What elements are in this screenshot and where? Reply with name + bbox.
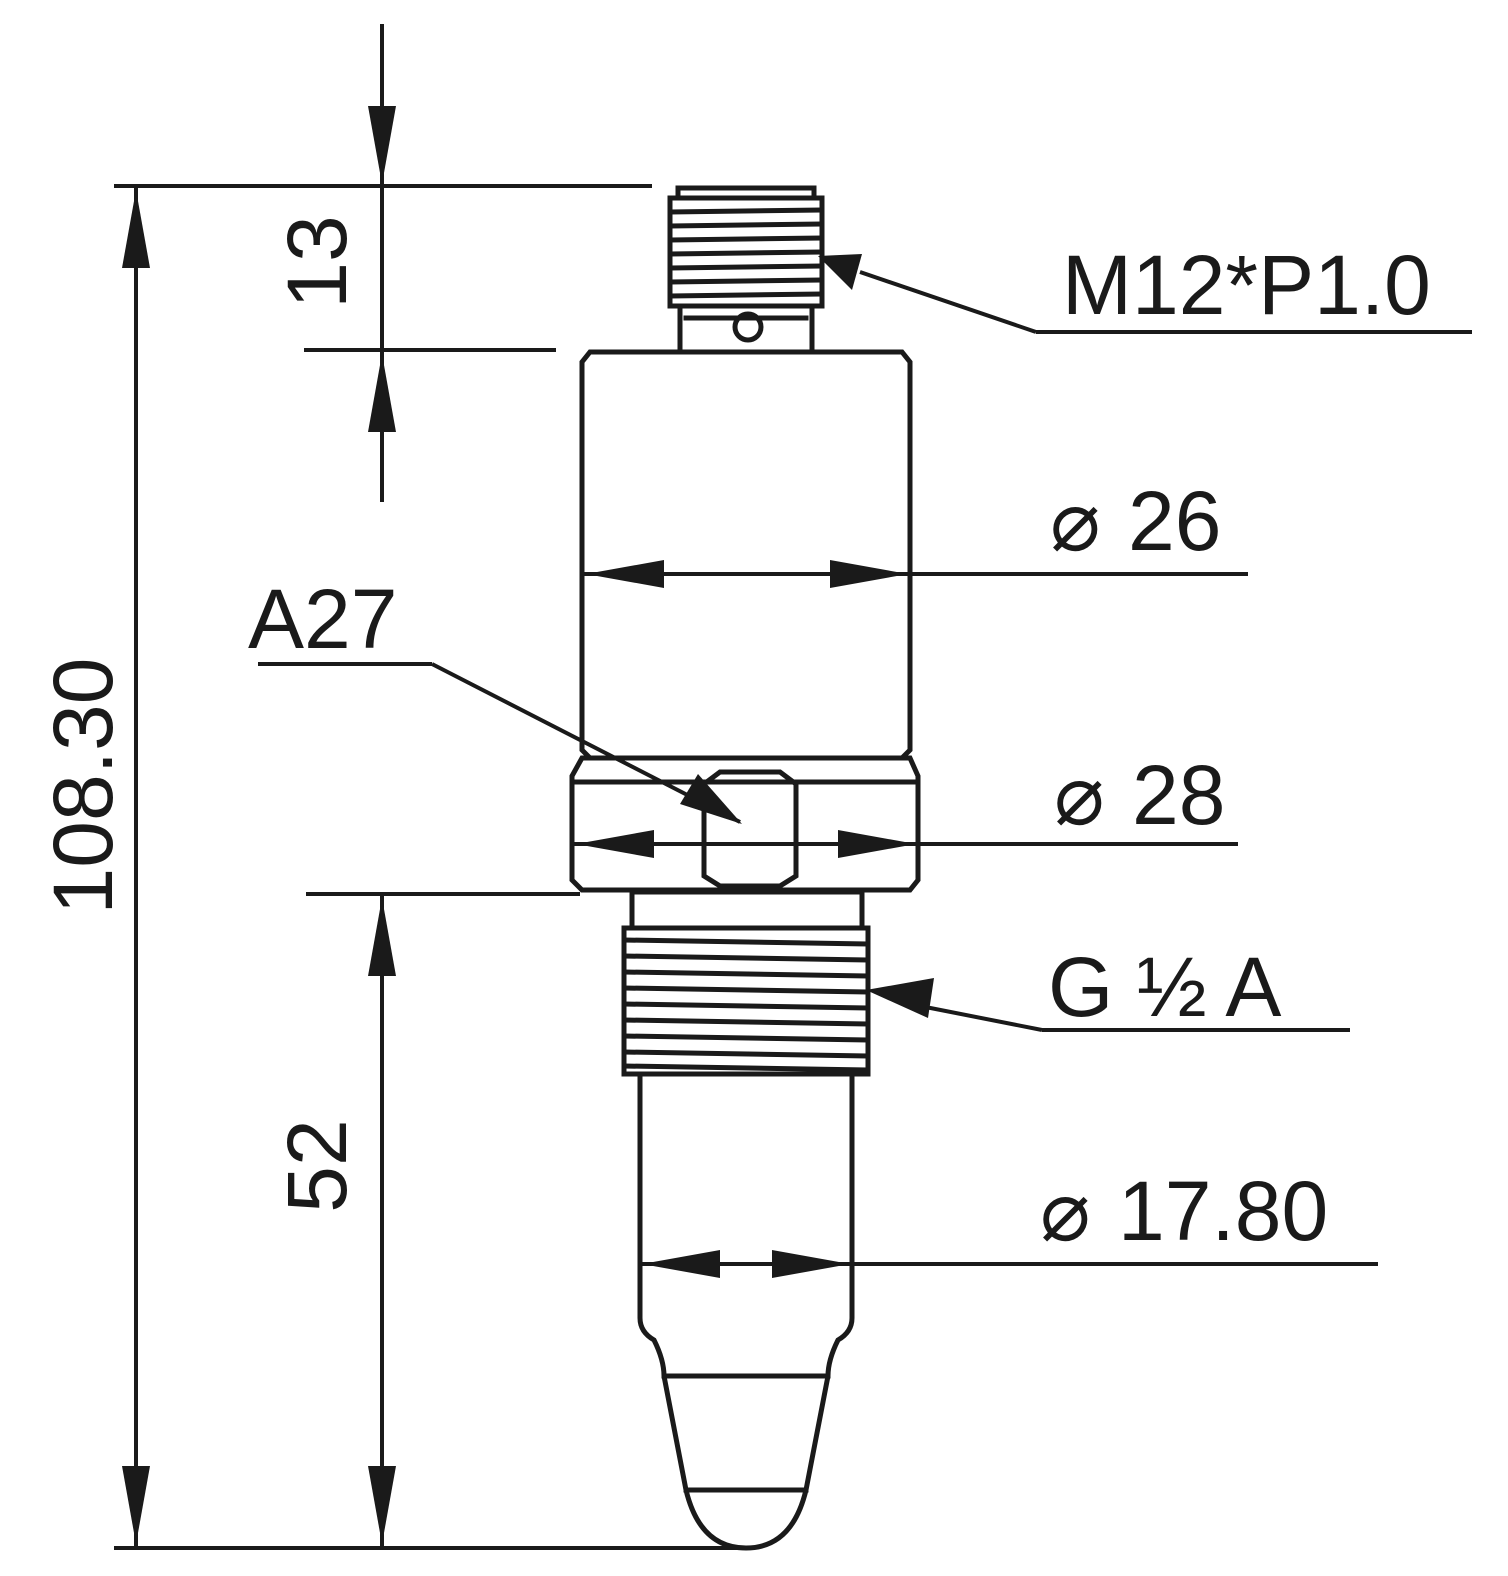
- callout-connector-thread: M12*P1.0: [818, 238, 1472, 334]
- arrow-down-icon: [368, 1466, 396, 1544]
- connector-thread-label: M12*P1.0: [1062, 238, 1431, 332]
- process-length-label: 52: [270, 1119, 364, 1212]
- overall-length-label: 108.30: [36, 658, 130, 915]
- diameter-icon: ⌀: [1050, 472, 1101, 570]
- probe: [637, 1071, 855, 1551]
- arrow-up-icon: [122, 190, 150, 268]
- connector-length-label: 13: [270, 215, 364, 308]
- arrow-left-icon: [866, 978, 934, 1018]
- probe-diameter-label: 17.80: [1118, 1164, 1328, 1258]
- neck: [629, 889, 865, 931]
- process-thread-label: G ½ A: [1048, 940, 1281, 1034]
- hex-size-label: A27: [248, 572, 397, 666]
- hex-diameter-label: 28: [1132, 748, 1225, 842]
- m12-connector: [667, 185, 825, 353]
- housing: [579, 349, 913, 761]
- arrow-left-icon: [576, 830, 654, 858]
- dimension-connector-length: 13: [270, 24, 556, 502]
- arrow-down-right-icon: [680, 774, 742, 824]
- callout-process-thread: G ½ A: [866, 940, 1350, 1034]
- arrow-up-icon: [368, 898, 396, 976]
- arrow-right-icon: [830, 560, 908, 588]
- dimension-probe-diameter: ⌀ 17.80: [640, 1162, 1378, 1278]
- dimension-overall-length: 108.30: [36, 184, 750, 1550]
- dimension-body-diameter: ⌀ 26: [584, 472, 1248, 588]
- arrow-right-icon: [772, 1250, 850, 1278]
- dimension-process-length: 52: [270, 892, 580, 1548]
- diameter-icon: ⌀: [1054, 746, 1105, 844]
- sensor-outline: [569, 185, 921, 1551]
- diameter-icon: ⌀: [1040, 1162, 1091, 1260]
- arrow-down-icon: [368, 106, 396, 184]
- locating-hole-icon: [732, 311, 764, 343]
- arrow-left-icon: [586, 560, 664, 588]
- body-diameter-label: 26: [1128, 474, 1221, 568]
- arrow-left-icon: [642, 1250, 720, 1278]
- dimension-hex-diameter: ⌀ 28: [574, 746, 1238, 858]
- arrow-down-icon: [122, 1466, 150, 1544]
- arrow-up-icon: [368, 354, 396, 432]
- process-thread: [621, 925, 871, 1077]
- hex-nut: [569, 755, 921, 893]
- callout-hex-size: A27: [248, 572, 742, 824]
- arrow-left-icon: [818, 254, 862, 290]
- arrow-right-icon: [838, 830, 916, 858]
